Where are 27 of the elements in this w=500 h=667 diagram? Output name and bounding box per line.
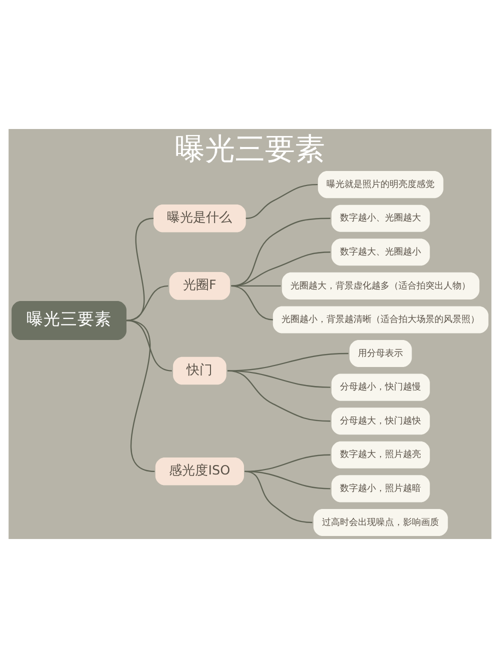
connector (126, 319, 155, 472)
diagram-title: 曝光三要素 (175, 132, 325, 167)
connector (244, 470, 312, 523)
connector (227, 370, 330, 388)
node-box: 过高时会出现噪点，影响画质 (313, 508, 448, 536)
connector (126, 284, 168, 321)
connector (246, 183, 318, 218)
node-box: 快门 (173, 356, 226, 384)
connector (231, 284, 273, 320)
node-box: 分母越小，快门越慢 (331, 373, 430, 400)
connector (244, 454, 330, 472)
node-box: 光圈越大，背景虚化越多（适合拍突出人物） (282, 272, 480, 299)
node-box: 数字越小、光圈越大 (331, 204, 430, 232)
connector (227, 370, 330, 422)
node-box: 用分母表示 (350, 340, 412, 367)
node-box: 光圈F (169, 272, 230, 300)
node-box: 曝光三要素 (12, 300, 126, 340)
connector (231, 217, 330, 286)
node-box: 数字越大，照片越亮 (331, 440, 430, 468)
connector (231, 251, 330, 286)
node-box: 分母越大，快门越快 (331, 407, 430, 434)
node-box: 光圈越小，背景越清晰（适合拍大场景的风景照） (272, 306, 488, 333)
node-box: 数字越大、光圈越小 (331, 238, 430, 266)
node-box: 数字越小，照片越暗 (331, 474, 430, 502)
node-box: 曝光就是照片的明亮度感觉 (318, 170, 444, 198)
node-box: 感光度ISO (155, 457, 244, 485)
node-box: 曝光是什么 (154, 204, 246, 232)
